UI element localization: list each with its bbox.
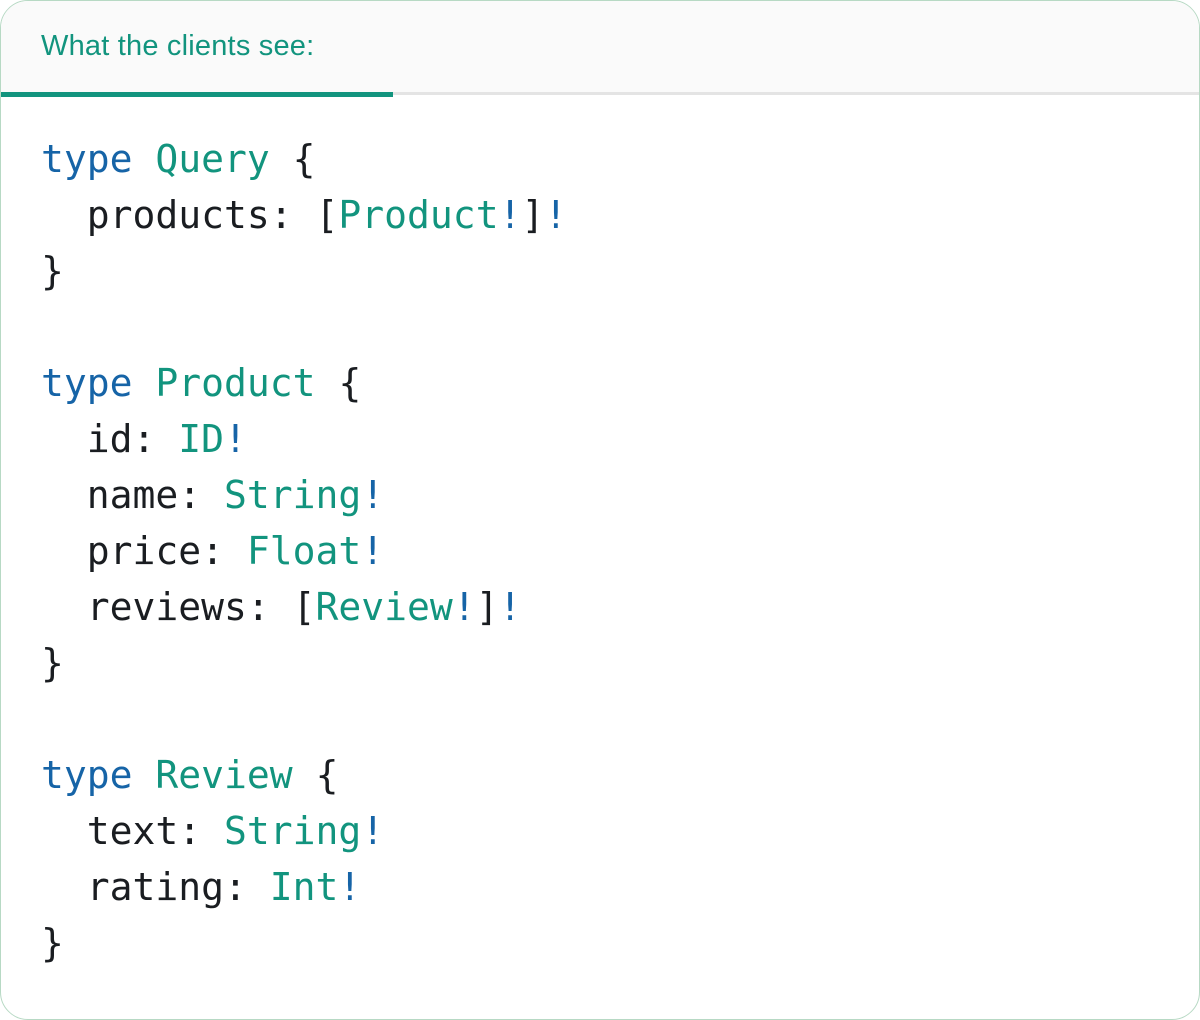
code-token-typename: Review: [155, 753, 293, 797]
code-token-bang: !: [498, 585, 522, 629]
tab-bar: What the clients see:: [1, 1, 1199, 97]
code-token-keyword: type: [41, 361, 133, 405]
code-line: products: [Product!]!: [41, 187, 1159, 243]
code-token-plain: id:: [41, 417, 179, 461]
code-token-plain: }: [41, 641, 64, 685]
code-token-plain: reviews: [: [41, 585, 316, 629]
code-token-typename: Product: [155, 361, 316, 405]
code-line: name: String!: [41, 467, 1159, 523]
code-line: type Review {: [41, 747, 1159, 803]
code-token-typename: Int: [269, 865, 339, 909]
code-token-bang: !: [544, 193, 568, 237]
code-token-plain: {: [292, 753, 339, 797]
code-token-plain: }: [41, 921, 64, 965]
code-token-keyword: type: [41, 753, 133, 797]
code-line: price: Float!: [41, 523, 1159, 579]
code-line: }: [41, 635, 1159, 691]
code-token-bang: !: [361, 809, 385, 853]
code-token-bang: !: [361, 529, 385, 573]
code-token-typename: Float: [246, 529, 362, 573]
code-token-typename: Query: [155, 137, 270, 181]
code-token-plain: ]: [475, 585, 499, 629]
code-token-typename: Review: [315, 585, 453, 629]
code-token-plain: name:: [41, 473, 225, 517]
code-line: }: [41, 243, 1159, 299]
code-line: rating: Int!: [41, 859, 1159, 915]
code-block: type Query { products: [Product!]!}type …: [1, 95, 1199, 971]
code-token-plain: ]: [521, 193, 545, 237]
code-token-plain: rating:: [41, 865, 270, 909]
code-line: text: String!: [41, 803, 1159, 859]
code-line: type Product {: [41, 355, 1159, 411]
code-line: reviews: [Review!]!: [41, 579, 1159, 635]
code-token-plain: {: [269, 137, 316, 181]
code-token-bang: !: [338, 865, 362, 909]
code-line: [41, 299, 1159, 355]
active-tab-indicator: [1, 92, 393, 97]
code-line: [41, 691, 1159, 747]
code-token-plain: [133, 137, 156, 181]
code-token-plain: [133, 753, 156, 797]
code-token-plain: {: [315, 361, 362, 405]
code-line: type Query {: [41, 131, 1159, 187]
code-token-plain: text:: [41, 809, 225, 853]
code-token-bang: !: [361, 473, 385, 517]
code-token-typename: ID: [178, 417, 225, 461]
code-token-plain: [133, 361, 156, 405]
code-token-plain: }: [41, 249, 64, 293]
code-line: }: [41, 915, 1159, 971]
code-token-keyword: type: [41, 137, 133, 181]
code-token-bang: !: [498, 193, 522, 237]
code-token-bang: !: [224, 417, 247, 461]
code-token-typename: Product: [338, 193, 499, 237]
code-token-bang: !: [452, 585, 476, 629]
code-line: id: ID!: [41, 411, 1159, 467]
code-token-plain: products: [: [41, 193, 339, 237]
code-token-typename: String: [224, 809, 362, 853]
code-token-plain: price:: [41, 529, 247, 573]
tab-what-clients-see[interactable]: What the clients see:: [41, 30, 315, 62]
code-token-typename: String: [224, 473, 362, 517]
